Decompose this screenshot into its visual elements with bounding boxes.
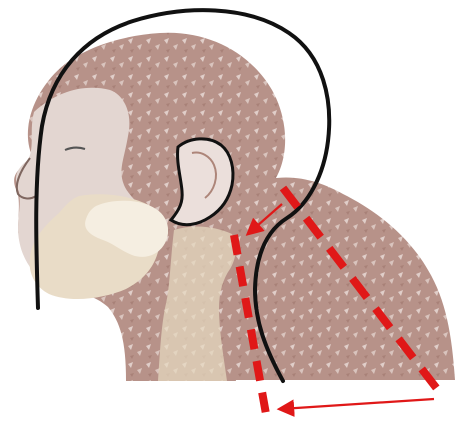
lower-arrow xyxy=(281,399,434,409)
body-silhouette xyxy=(14,33,455,381)
